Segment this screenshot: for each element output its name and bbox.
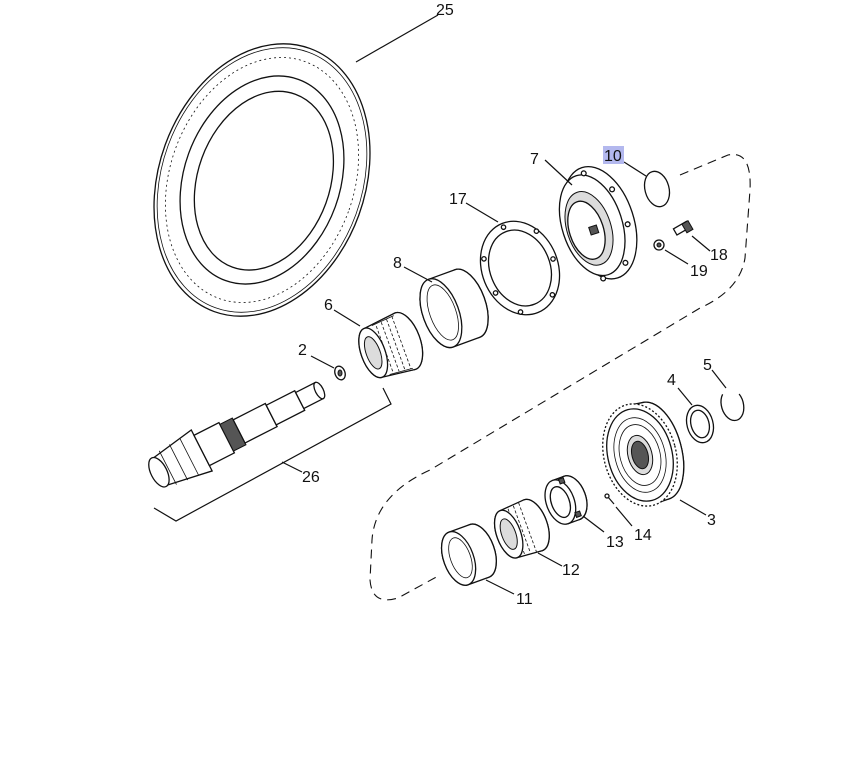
pinion-shaft-26[interactable]: [141, 368, 333, 496]
leader-14: [615, 506, 633, 527]
tapered-bearing-12[interactable]: [488, 495, 555, 564]
pin-14[interactable]: [604, 493, 615, 505]
snap-ring-5[interactable]: [719, 390, 748, 423]
callout-10[interactable]: 10: [604, 148, 622, 165]
callout-18[interactable]: 18: [710, 247, 728, 264]
callout-10-highlight: [603, 146, 624, 164]
bolt-18[interactable]: [672, 219, 694, 236]
leader-8: [403, 266, 433, 283]
ring-gear-25[interactable]: [117, 13, 406, 347]
pinion-nut-2[interactable]: [333, 365, 347, 382]
callout-14[interactable]: 14: [634, 527, 652, 544]
callout-6[interactable]: 6: [324, 297, 333, 314]
callout-19[interactable]: 19: [690, 263, 708, 280]
callout-5[interactable]: 5: [703, 357, 712, 374]
callout-3[interactable]: 3: [707, 512, 716, 529]
bearing-housing-7[interactable]: [546, 157, 650, 290]
bearing-cup-11[interactable]: [435, 519, 503, 589]
leader-5: [711, 369, 727, 389]
callout-2[interactable]: 2: [298, 342, 307, 359]
lock-nut-13[interactable]: [539, 472, 592, 529]
callout-13[interactable]: 13: [606, 534, 624, 551]
leader-26: [281, 461, 303, 473]
callout-7[interactable]: 7: [530, 151, 539, 168]
callout-12[interactable]: 12: [562, 562, 580, 579]
leader-18: [691, 235, 711, 252]
bearing-cup-8[interactable]: [412, 264, 497, 354]
callout-4[interactable]: 4: [667, 372, 676, 389]
callout-26[interactable]: 26: [302, 469, 320, 486]
tapered-bearing-6[interactable]: [352, 308, 430, 385]
leader-4: [677, 387, 693, 406]
washer-19[interactable]: [653, 239, 665, 251]
leader-6: [333, 309, 361, 327]
callout-8[interactable]: 8: [393, 255, 402, 272]
leader-17: [465, 202, 499, 223]
leader-25: [355, 14, 439, 63]
callout-11[interactable]: 11: [516, 591, 533, 608]
leader-3: [679, 499, 707, 516]
leader-7: [544, 159, 573, 186]
gasket-17[interactable]: [467, 209, 573, 326]
leader-2: [310, 355, 335, 369]
callout-25[interactable]: 25: [436, 2, 454, 19]
leader-13: [582, 515, 605, 533]
spur-gear-3[interactable]: [592, 394, 694, 515]
callout-17[interactable]: 17: [449, 191, 467, 208]
leader-10: [623, 161, 647, 177]
leader-19: [664, 249, 689, 265]
leader-11: [485, 579, 515, 595]
leader-12: [537, 552, 563, 567]
shim-ring-4[interactable]: [683, 402, 718, 445]
o-ring-10[interactable]: [641, 169, 673, 210]
